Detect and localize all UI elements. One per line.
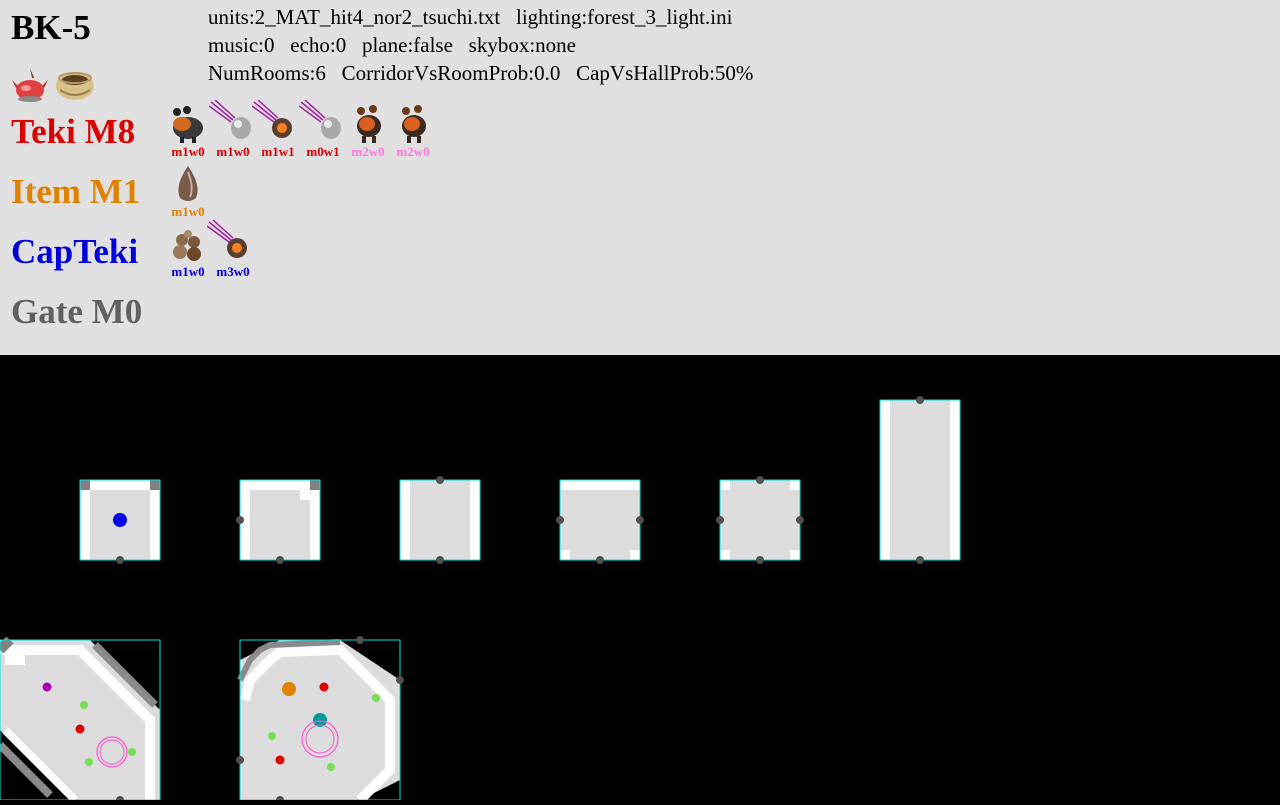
entry-code: m3w0 xyxy=(216,264,250,279)
item-spawn-marker xyxy=(85,758,93,766)
door-marker xyxy=(236,756,244,764)
long-hallway-unit xyxy=(879,396,961,564)
door-marker xyxy=(796,516,804,524)
bulborb-icon xyxy=(173,106,203,143)
entry-code: m2w0 xyxy=(351,144,385,159)
exit-hole-marker xyxy=(96,736,128,768)
start-marker-ring xyxy=(305,724,335,754)
teki-spawn-marker xyxy=(75,724,85,734)
sublevel-title: BK-5 xyxy=(11,8,91,47)
entry-code: m1w0 xyxy=(216,144,250,159)
onion-treasure-icon xyxy=(10,66,50,104)
seed-item-icon xyxy=(178,166,198,201)
door-marker xyxy=(556,516,564,524)
cross-junction-unit xyxy=(716,476,804,564)
capteki-spawn-marker xyxy=(113,513,127,527)
teki-spawn-marker xyxy=(275,755,285,765)
fiery-bulblax-icon xyxy=(357,105,381,143)
item-spawn-marker xyxy=(128,748,136,756)
item-spawn-marker xyxy=(372,694,380,702)
entry-code: m1w0 xyxy=(171,144,205,159)
door-marker xyxy=(716,516,724,524)
falling-bomb-rock-icon xyxy=(252,100,292,138)
fiery-bulblax-icon xyxy=(402,105,426,143)
config-line-music: music:0 echo:0 plane:false skybox:none xyxy=(208,33,577,57)
cave-unit-map xyxy=(0,396,961,804)
large-room-unit xyxy=(236,636,404,804)
cap-unit xyxy=(79,479,161,564)
door-marker xyxy=(396,676,404,684)
item-spawn-marker xyxy=(327,763,335,771)
item-label: Item M1 xyxy=(11,172,141,211)
ship-pod-marker xyxy=(313,713,327,727)
falling-egg-icon xyxy=(209,100,251,139)
diagonal-room-unit xyxy=(0,636,161,804)
door-marker xyxy=(356,636,364,644)
door-marker xyxy=(756,556,764,564)
info-panel: BK-5 units:2_MAT_hit4_nor2_tsuchi.txt li… xyxy=(0,0,1280,355)
corner-unit xyxy=(236,479,321,564)
t-junction-unit xyxy=(556,479,644,564)
door-marker xyxy=(116,556,124,564)
door-marker xyxy=(596,556,604,564)
cave-map xyxy=(0,355,1280,804)
item-spawn-marker xyxy=(282,682,296,696)
entry-code: m1w0 xyxy=(171,204,205,219)
hallway-unit xyxy=(399,476,481,564)
item-spawn-marker xyxy=(268,732,276,740)
exit-hole-ring xyxy=(99,739,125,765)
door-marker xyxy=(916,556,924,564)
door-marker xyxy=(436,476,444,484)
teki-spawn-marker xyxy=(319,682,329,692)
teki-label: Teki M8 xyxy=(11,112,136,151)
door-marker xyxy=(276,556,284,564)
item-spawn-marker xyxy=(80,701,88,709)
pot-treasure-icon xyxy=(54,66,96,104)
door-marker xyxy=(756,476,764,484)
door-marker xyxy=(916,396,924,404)
falling-egg-icon xyxy=(299,100,341,139)
entry-code: m1w0 xyxy=(171,264,205,279)
special-spawn-marker xyxy=(42,682,52,692)
config-line-units: units:2_MAT_hit4_nor2_tsuchi.txt lightin… xyxy=(208,5,733,29)
mushroom-cluster-icon xyxy=(173,230,201,261)
gate-label: Gate M0 xyxy=(11,292,143,331)
entry-code: m0w1 xyxy=(306,144,340,159)
door-marker xyxy=(436,556,444,564)
entry-code: m2w0 xyxy=(396,144,430,159)
entry-code: m1w1 xyxy=(261,144,295,159)
config-line-rooms: NumRooms:6 CorridorVsRoomProb:0.0 CapVsH… xyxy=(208,61,754,85)
falling-bomb-rock-icon xyxy=(207,220,247,258)
door-marker xyxy=(236,516,244,524)
door-marker xyxy=(636,516,644,524)
capteki-label: CapTeki xyxy=(11,232,139,271)
start-marker xyxy=(301,720,339,758)
